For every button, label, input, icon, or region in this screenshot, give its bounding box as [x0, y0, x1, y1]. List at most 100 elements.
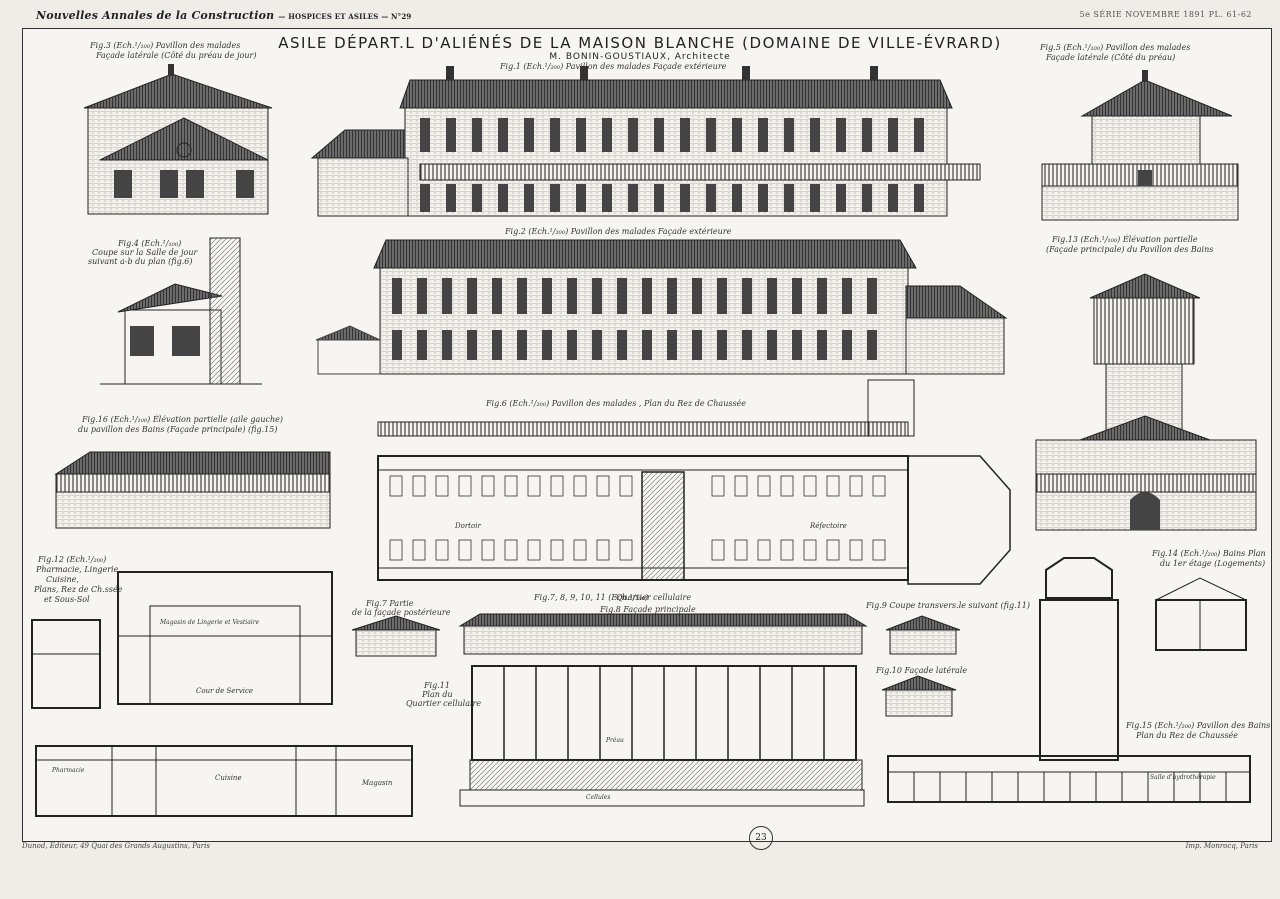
bed — [435, 475, 449, 497]
architect-name: M. BONIN-GOUSTIAUX, Architecte — [549, 52, 731, 62]
window — [784, 184, 794, 212]
bed — [550, 475, 564, 497]
bed — [458, 475, 472, 497]
window — [784, 118, 794, 152]
bed — [872, 539, 886, 561]
window — [867, 278, 877, 314]
window — [810, 184, 820, 212]
window — [420, 184, 430, 212]
window — [542, 278, 552, 314]
window — [706, 118, 716, 152]
window — [417, 278, 427, 314]
caption-fig13: Fig.13 (Ech.¹/₁₀₀) Élévation partielle — [1052, 235, 1198, 244]
window — [667, 278, 677, 314]
bed — [435, 539, 449, 561]
bed — [573, 475, 587, 497]
window — [642, 278, 652, 314]
bed — [872, 475, 886, 497]
window — [667, 330, 677, 360]
fig9-section — [885, 615, 961, 655]
bed — [596, 475, 610, 497]
fig15-plan — [887, 557, 1251, 803]
window — [862, 118, 872, 152]
caption-fig16b: du pavillon des Bains (Façade principale… — [78, 425, 278, 434]
window — [742, 330, 752, 360]
caption-fig6: Fig.6 (Ech.¹/₂₀₀) Pavillon des malades ,… — [486, 399, 747, 408]
fig13-tower — [1035, 273, 1257, 531]
bed — [803, 475, 817, 497]
window — [842, 278, 852, 314]
window — [550, 118, 560, 152]
imprint-printer: Imp. Monrocq, Paris — [1185, 842, 1258, 850]
caption-fig5b: Façade latérale (Côté du préau) — [1046, 53, 1176, 62]
window — [524, 118, 534, 152]
caption-fig12: Fig.12 (Ech.¹/₂₀₀) — [38, 555, 107, 564]
caption-fig11c: Quartier cellulaire — [406, 699, 482, 708]
fig6-plan — [377, 379, 1011, 585]
window — [692, 330, 702, 360]
bed — [711, 475, 725, 497]
caption-fig12b: Pharmacie, Lingerie, — [36, 565, 121, 574]
fig1-elevation — [310, 66, 981, 217]
bed — [458, 539, 472, 561]
caption-fig3b: Façade latérale (Côté du préau de jour) — [96, 51, 257, 60]
bed — [780, 539, 794, 561]
caption-fig12c: Cuisine, — [46, 575, 79, 584]
caption-fig15: Fig.15 (Ech.¹/₂₀₀) Pavillon des Bains — [1126, 721, 1271, 730]
window — [836, 118, 846, 152]
caption-fig789: Fig.7, 8, 9, 10, 11 (Ech.¹/₂₀₀) — [534, 593, 649, 602]
bed — [573, 539, 587, 561]
window — [836, 184, 846, 212]
window — [446, 184, 456, 212]
window — [654, 184, 664, 212]
fig7-elevation — [351, 615, 441, 657]
room-label-hydro: Salle d'hydrothérapie — [1150, 774, 1216, 781]
window — [542, 330, 552, 360]
fig11-plan — [459, 665, 865, 807]
window — [717, 330, 727, 360]
bed — [550, 539, 564, 561]
window — [628, 118, 638, 152]
page-number: 23 — [749, 826, 773, 850]
room-label-refectoire: Réfectoire — [810, 522, 847, 530]
caption-fig16: Fig.16 (Ech.¹/₁₀₀) Élévation partielle (… — [82, 415, 283, 424]
window — [680, 118, 690, 152]
bed — [711, 539, 725, 561]
window — [767, 278, 777, 314]
bed — [504, 475, 518, 497]
window — [692, 278, 702, 314]
fig2-elevation — [315, 239, 1008, 375]
caption-fig789b: Quartier cellulaire — [616, 593, 692, 602]
window — [617, 278, 627, 314]
caption-fig9: Fig.9 Coupe transvers.le suivant (fig.11… — [866, 601, 1030, 610]
caption-fig2: Fig.2 (Ech.¹/₂₀₀) Pavillon des malades F… — [505, 227, 732, 236]
window — [810, 118, 820, 152]
fig4-section — [100, 237, 262, 385]
caption-fig7: Fig.7 Partie — [366, 599, 414, 608]
bed — [412, 475, 426, 497]
bed — [412, 539, 426, 561]
caption-fig1: Fig.1 (Ech.¹/₂₀₀) Pavillon des malades F… — [500, 62, 727, 71]
window — [592, 330, 602, 360]
window — [914, 118, 924, 152]
imprint-publisher: Dunod, Éditeur, 49 Quai des Grands Augus… — [22, 842, 210, 850]
window — [862, 184, 872, 212]
caption-fig12d: Plans, Rez de Ch.ssée — [34, 585, 123, 594]
window — [472, 184, 482, 212]
window — [567, 330, 577, 360]
bed — [826, 475, 840, 497]
window — [680, 184, 690, 212]
window — [602, 118, 612, 152]
window — [392, 278, 402, 314]
bed — [780, 475, 794, 497]
window — [517, 330, 527, 360]
window — [498, 118, 508, 152]
bed — [757, 475, 771, 497]
window — [517, 278, 527, 314]
window — [867, 330, 877, 360]
bed — [734, 475, 748, 497]
window — [576, 118, 586, 152]
window — [842, 330, 852, 360]
window — [524, 184, 534, 212]
